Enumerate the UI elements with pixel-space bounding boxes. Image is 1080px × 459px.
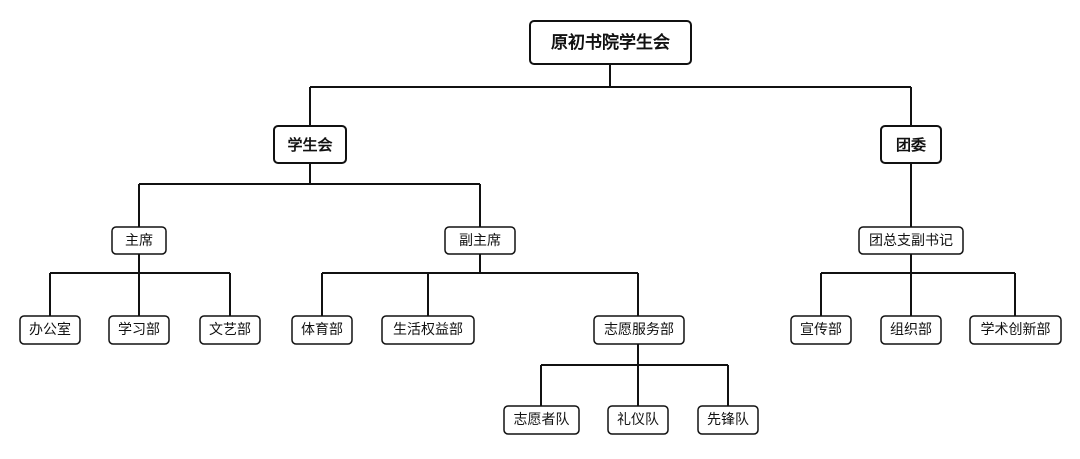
node-bangongshi-label: 办公室 <box>29 321 71 338</box>
node-zhiyuanzhe-dui-label: 志愿者队 <box>514 412 570 428</box>
node-liyi-dui-box <box>607 405 669 435</box>
node-zhiyuan-fuwubu-label: 志愿服务部 <box>604 322 674 338</box>
connector-root-children <box>309 65 912 126</box>
node-root-box <box>529 20 692 65</box>
node-zhuxi-label: 主席 <box>125 233 153 249</box>
node-zhiyuanzhe-dui: 志愿者队 <box>503 405 580 435</box>
node-wenyibu: 文艺部 <box>199 315 261 345</box>
node-fuzhuxi: 副主席 <box>444 226 516 255</box>
node-xuanchuanbu-box <box>790 315 852 345</box>
node-zhuxi-box <box>111 226 167 255</box>
node-liyi-dui: 礼仪队 <box>607 405 669 435</box>
node-tuanzongzhi-fushuji-label: 团总支副书记 <box>869 233 953 249</box>
node-root-label: 原初书院学生会 <box>551 32 670 53</box>
node-tiyubu-box <box>291 315 353 345</box>
node-tiyubu-label: 体育部 <box>301 322 343 338</box>
connectors <box>49 65 1016 406</box>
node-tiyubu: 体育部 <box>291 315 353 345</box>
node-xuexibu-box <box>108 315 170 345</box>
node-wenyibu-label: 文艺部 <box>209 322 251 338</box>
connector-zx-children <box>49 254 231 316</box>
node-shenghuo-quanyibu-label: 生活权益部 <box>393 322 463 338</box>
node-xuesheng-hui-label: 学生会 <box>287 136 332 154</box>
node-xueshu-chuangxinbu-box <box>969 315 1062 345</box>
node-xuesheng-hui-box <box>273 125 347 164</box>
node-xueshu-chuangxinbu-label: 学术创新部 <box>981 322 1051 338</box>
connector-fzx-children <box>321 254 639 316</box>
node-xuexibu-label: 学习部 <box>118 322 160 338</box>
node-fuzhuxi-box <box>444 226 516 255</box>
node-zhuxi: 主席 <box>111 226 167 255</box>
node-tuanwei-box <box>880 125 942 164</box>
connector-xsh-children <box>138 163 481 227</box>
node-zhiyuan-fuwubu-box <box>593 315 685 345</box>
node-zuzhibu: 组织部 <box>880 315 942 345</box>
node-xueshu-chuangxinbu: 学术创新部 <box>969 315 1062 345</box>
node-xuanchuanbu: 宣传部 <box>790 315 852 345</box>
node-zhiyuanzhe-dui-box <box>503 405 580 435</box>
node-zuzhibu-box <box>880 315 942 345</box>
node-tuanzongzhi-fushuji-box <box>858 226 964 255</box>
node-bangongshi: 办公室 <box>19 315 81 345</box>
node-bangongshi-box <box>19 315 81 345</box>
node-zuzhibu-label: 组织部 <box>890 322 932 338</box>
node-tuanwei: 团委 <box>880 125 942 164</box>
node-xuanchuanbu-label: 宣传部 <box>800 322 842 338</box>
node-zhiyuan-fuwubu: 志愿服务部 <box>593 315 685 345</box>
node-shenghuo-quanyibu: 生活权益部 <box>381 315 475 345</box>
node-wenyibu-box <box>199 315 261 345</box>
node-xianfeng-dui-label: 先锋队 <box>707 412 749 428</box>
connector-tzfsj-children <box>820 254 1016 316</box>
node-xuesheng-hui: 学生会 <box>273 125 347 164</box>
connector-zyfwb-children <box>540 344 729 406</box>
node-liyi-dui-label: 礼仪队 <box>617 412 659 428</box>
node-fuzhuxi-label: 副主席 <box>459 233 501 249</box>
node-xianfeng-dui-box <box>697 405 759 435</box>
node-xuexibu: 学习部 <box>108 315 170 345</box>
node-tuanwei-label: 团委 <box>896 136 926 154</box>
node-xianfeng-dui: 先锋队 <box>697 405 759 435</box>
node-tuanzongzhi-fushuji: 团总支副书记 <box>858 226 964 255</box>
node-root: 原初书院学生会 <box>529 20 692 65</box>
node-shenghuo-quanyibu-box <box>381 315 475 345</box>
